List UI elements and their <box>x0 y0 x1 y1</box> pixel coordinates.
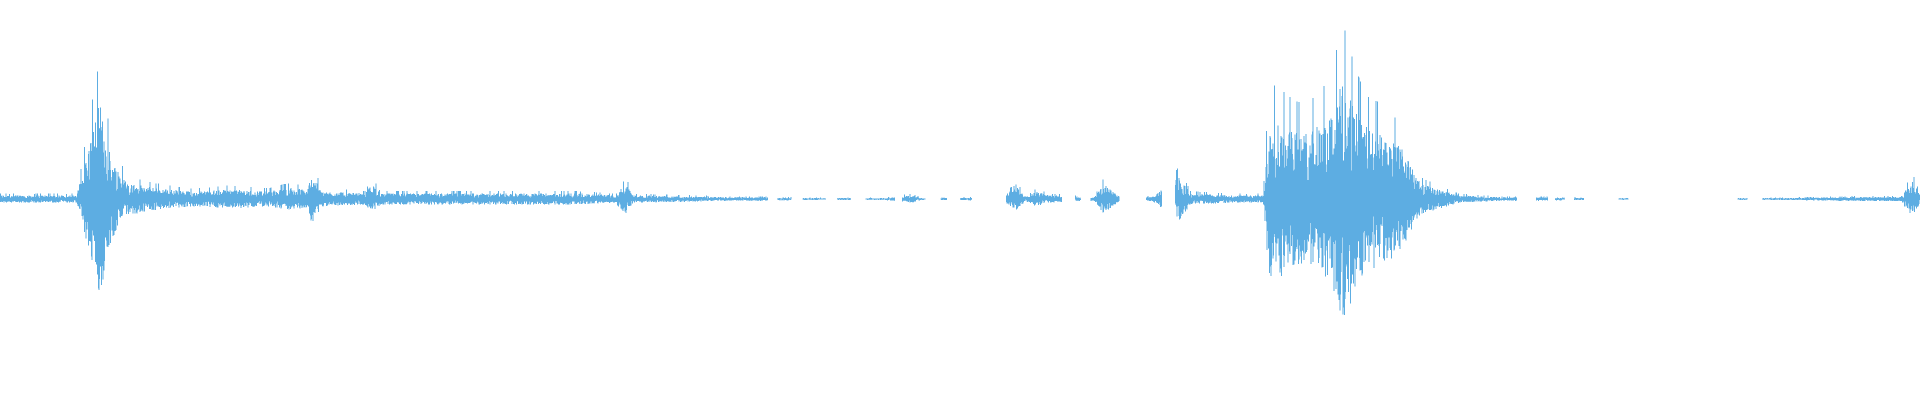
waveform-samples <box>0 30 1920 315</box>
waveform-trace <box>0 30 1920 315</box>
